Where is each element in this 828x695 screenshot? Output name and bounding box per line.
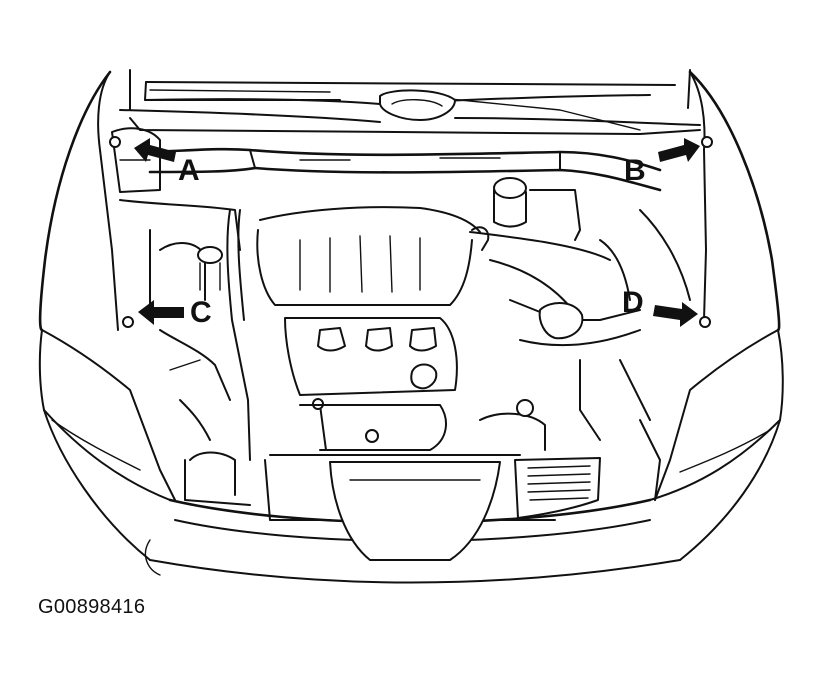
callout-label-a: A [178, 154, 200, 187]
callout-label-c: C [190, 296, 212, 329]
callout-label-b: B [624, 154, 646, 187]
mount-bolts [109, 136, 713, 328]
arrow-icon [138, 300, 184, 325]
arrow-icon [134, 138, 176, 162]
engine-intake [256, 206, 490, 451]
arrow-icon [658, 138, 700, 162]
bolt-icon [122, 316, 134, 328]
strut-brace [148, 147, 662, 192]
arrow-icon [653, 302, 698, 327]
cowl-and-wipers [119, 69, 701, 135]
bolt-icon [701, 136, 713, 148]
bolt-icon [109, 136, 121, 148]
bolt-icon [699, 316, 711, 328]
callout-arrows [134, 138, 700, 327]
figure-id: G00898416 [38, 596, 146, 618]
radiator-support [264, 454, 556, 561]
right-side-components [469, 177, 691, 519]
callout-label-d: D [622, 286, 644, 319]
